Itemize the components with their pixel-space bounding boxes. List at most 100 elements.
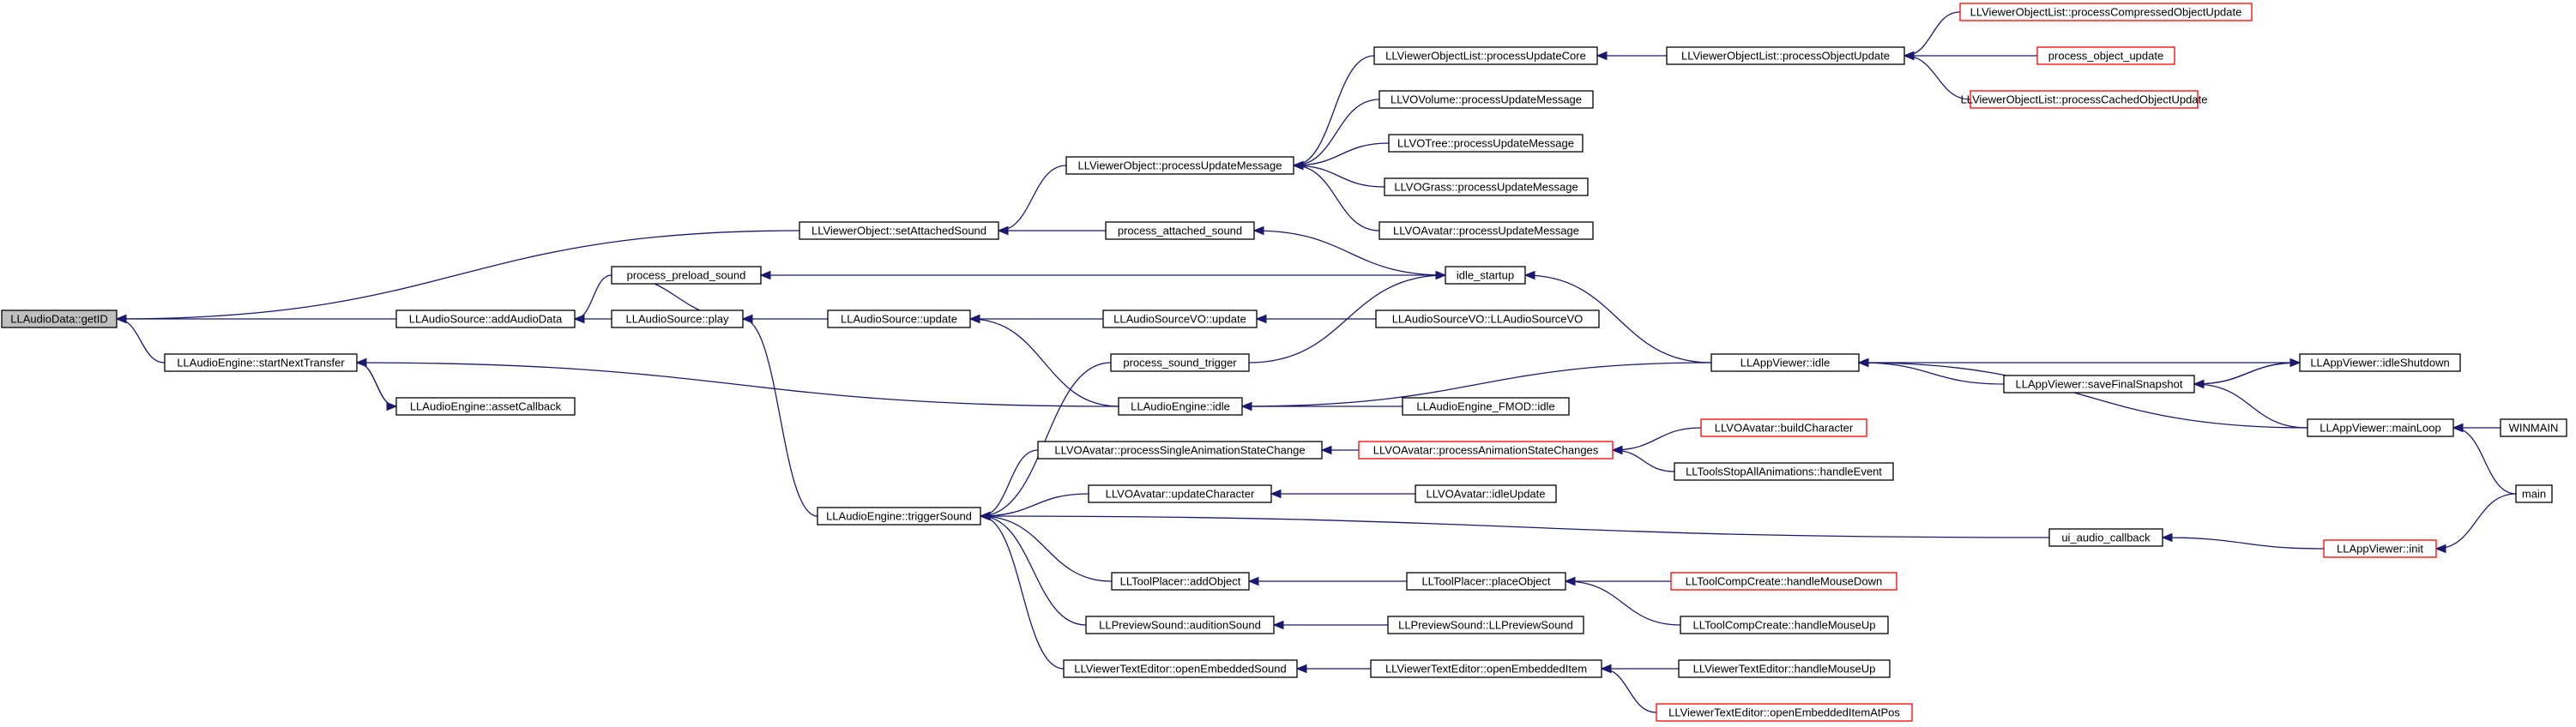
- node-box[interactable]: [1674, 462, 1894, 481]
- graph-node[interactable]: LLVOGrass::processUpdateMessage: [1384, 177, 1589, 196]
- graph-node[interactable]: LLToolPlacer::placeObject: [1406, 572, 1566, 591]
- node-box[interactable]: [2036, 46, 2175, 65]
- graph-node[interactable]: LLAppViewer::saveFinalSnapshot: [2003, 375, 2195, 394]
- graph-node[interactable]: LLAudioSourceVO::LLAudioSourceVO: [1375, 309, 1600, 328]
- graph-node[interactable]: LLViewerObject::processUpdateMessage: [1065, 156, 1294, 175]
- graph-node[interactable]: LLViewerTextEditor::handleMouseUp: [1678, 659, 1891, 678]
- node-box[interactable]: [1384, 177, 1589, 196]
- node-box[interactable]: [2500, 418, 2567, 437]
- node-box[interactable]: [1406, 572, 1566, 591]
- graph-node[interactable]: LLVOTree::processUpdateMessage: [1388, 134, 1584, 153]
- graph-node[interactable]: LLVOAvatar::processUpdateMessage: [1378, 221, 1594, 240]
- graph-node[interactable]: LLAppViewer::idleShutdown: [2299, 353, 2461, 372]
- graph-node[interactable]: LLVOAvatar::buildCharacter: [1700, 418, 1867, 437]
- node-box[interactable]: [1378, 221, 1594, 240]
- graph-node[interactable]: LLAppViewer::init: [2323, 539, 2437, 558]
- graph-node[interactable]: LLAudioSource::play: [611, 309, 744, 328]
- graph-node[interactable]: process_preload_sound: [611, 266, 762, 285]
- graph-node[interactable]: process_sound_trigger: [1110, 353, 1250, 372]
- graph-node[interactable]: process_object_update: [2036, 46, 2175, 65]
- node-box[interactable]: [1373, 46, 1598, 65]
- graph-node[interactable]: LLAudioEngine::assetCallback: [395, 397, 576, 416]
- node-box[interactable]: [395, 397, 576, 416]
- node-box[interactable]: [1388, 134, 1584, 153]
- node-box[interactable]: [1102, 309, 1258, 328]
- graph-node[interactable]: LLAudioEngine::startNextTransfer: [164, 353, 358, 372]
- graph-node[interactable]: LLToolPlacer::addObject: [1111, 572, 1250, 591]
- graph-node[interactable]: LLVOAvatar::idleUpdate: [1415, 484, 1557, 503]
- graph-node[interactable]: LLViewerTextEditor::openEmbeddedItem: [1370, 659, 1602, 678]
- graph-node[interactable]: LLViewerObject::setAttachedSound: [799, 221, 999, 240]
- graph-node[interactable]: LLViewerObjectList::processUpdateCore: [1373, 46, 1598, 65]
- node-box[interactable]: [799, 221, 999, 240]
- graph-node[interactable]: LLPreviewSound::auditionSound: [1085, 616, 1275, 634]
- graph-node[interactable]: LLAudioSource::update: [827, 309, 971, 328]
- graph-node[interactable]: LLViewerObjectList::processObjectUpdate: [1666, 46, 1905, 65]
- node-box[interactable]: [1037, 441, 1323, 460]
- graph-node[interactable]: LLVOVolume::processUpdateMessage: [1378, 90, 1594, 109]
- graph-node[interactable]: LLAudioEngine::idle: [1118, 397, 1243, 416]
- node-box[interactable]: [164, 353, 358, 372]
- node-box[interactable]: [1110, 353, 1250, 372]
- graph-node[interactable]: LLAudioData::getID: [1, 309, 118, 328]
- node-box[interactable]: [2515, 484, 2553, 503]
- node-box[interactable]: [1959, 3, 2253, 21]
- node-box[interactable]: [2003, 375, 2195, 394]
- node-box[interactable]: [611, 309, 744, 328]
- graph-node[interactable]: LLToolsStopAllAnimations::handleEvent: [1674, 462, 1894, 481]
- node-box[interactable]: [1700, 418, 1867, 437]
- node-box[interactable]: [1105, 221, 1255, 240]
- graph-node[interactable]: LLToolCompCreate::handleMouseUp: [1680, 616, 1889, 634]
- node-box[interactable]: [1387, 616, 1584, 634]
- node-box[interactable]: [1088, 484, 1272, 503]
- graph-node[interactable]: LLAudioSource::addAudioData: [395, 309, 576, 328]
- graph-node[interactable]: LLAudioEngine_FMOD::idle: [1402, 397, 1570, 416]
- node-box[interactable]: [1656, 703, 1913, 722]
- node-box[interactable]: [1378, 90, 1594, 109]
- node-box[interactable]: [1670, 572, 1897, 591]
- graph-node[interactable]: LLAudioSourceVO::update: [1102, 309, 1258, 328]
- node-box[interactable]: [2299, 353, 2461, 372]
- node-box[interactable]: [817, 507, 981, 526]
- node-box[interactable]: [1678, 659, 1891, 678]
- node-box[interactable]: [1402, 397, 1570, 416]
- node-box[interactable]: [1111, 572, 1250, 591]
- graph-node[interactable]: LLPreviewSound::LLPreviewSound: [1387, 616, 1584, 634]
- graph-node[interactable]: idle_startup: [1445, 266, 1526, 285]
- node-box[interactable]: [1118, 397, 1243, 416]
- node-box[interactable]: [2323, 539, 2437, 558]
- node-box[interactable]: [2307, 418, 2454, 437]
- node-box[interactable]: [827, 309, 971, 328]
- node-box[interactable]: [1063, 659, 1298, 678]
- graph-node[interactable]: LLViewerTextEditor::openEmbeddedSound: [1063, 659, 1298, 678]
- graph-node[interactable]: WINMAIN: [2500, 418, 2567, 437]
- graph-node[interactable]: main: [2515, 484, 2553, 503]
- graph-node[interactable]: LLAppViewer::idle: [1710, 353, 1860, 372]
- node-box[interactable]: [1375, 309, 1600, 328]
- graph-node[interactable]: LLAppViewer::mainLoop: [2307, 418, 2454, 437]
- graph-node[interactable]: LLViewerObjectList::processCompressedObj…: [1959, 3, 2253, 21]
- graph-node[interactable]: LLVOAvatar::processAnimationStateChanges: [1358, 441, 1614, 460]
- node-box[interactable]: [1065, 156, 1294, 175]
- node-box[interactable]: [1415, 484, 1557, 503]
- node-box[interactable]: [611, 266, 762, 285]
- node-box[interactable]: [1666, 46, 1905, 65]
- graph-node[interactable]: process_attached_sound: [1105, 221, 1255, 240]
- graph-node[interactable]: LLViewerObjectList::processCachedObjectU…: [1961, 90, 2208, 109]
- node-box[interactable]: [395, 309, 576, 328]
- node-box[interactable]: [1, 309, 118, 328]
- node-box[interactable]: [1680, 616, 1889, 634]
- graph-node[interactable]: LLViewerTextEditor::openEmbeddedItemAtPo…: [1656, 703, 1913, 722]
- graph-node[interactable]: ui_audio_callback: [2048, 528, 2163, 547]
- node-box[interactable]: [1370, 659, 1602, 678]
- node-box[interactable]: [2048, 528, 2163, 547]
- node-box[interactable]: [1970, 90, 2199, 109]
- node-box[interactable]: [1358, 441, 1614, 460]
- node-box[interactable]: [1445, 266, 1526, 285]
- graph-node[interactable]: LLVOAvatar::processSingleAnimationStateC…: [1037, 441, 1323, 460]
- node-box[interactable]: [1085, 616, 1275, 634]
- graph-node[interactable]: LLToolCompCreate::handleMouseDown: [1670, 572, 1897, 591]
- graph-node[interactable]: LLAudioEngine::triggerSound: [817, 507, 981, 526]
- graph-node[interactable]: LLVOAvatar::updateCharacter: [1088, 484, 1272, 503]
- node-box[interactable]: [1710, 353, 1860, 372]
